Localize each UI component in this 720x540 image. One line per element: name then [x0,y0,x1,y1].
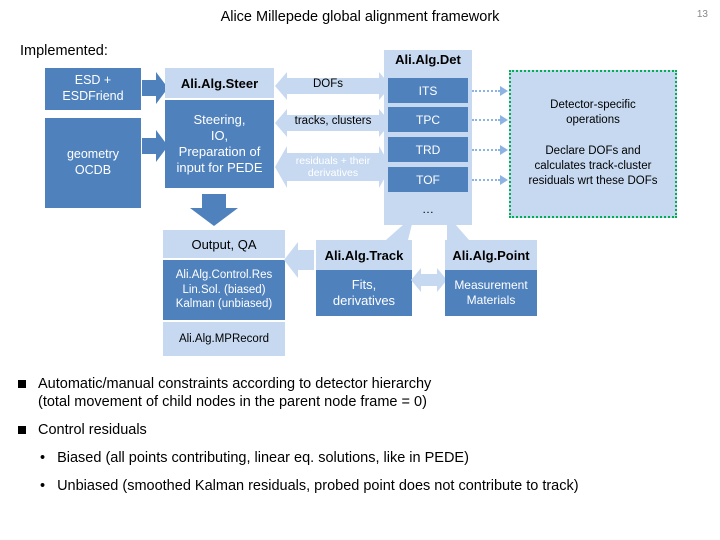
sub-bullet-biased: • Biased (all points contributing, linear… [40,450,708,466]
detector-specific-dofs: Declare DOFs and calculates track-cluste… [528,144,658,187]
point-box: Measurement Materials [445,270,537,316]
bullet-constraints-cont: (total movement of child nodes in the pa… [38,394,427,410]
tracks-arrow [275,109,391,137]
aligdet-header: Ali.Alg.Det [395,52,461,67]
residuals-arrow [275,146,391,188]
tof-arrow [472,175,508,185]
page-title: Alice Millepede global alignment framewo… [220,9,500,25]
down-arrow [190,194,238,226]
bullet-control-residuals: Control residuals [18,422,708,438]
steer-header: Ali.Alg.Steer [165,68,274,98]
esd-label: ESD + ESDFriend [62,73,124,103]
point-header: Ali.Alg.Point [445,240,537,270]
tracks-label: tracks, clusters [294,115,372,127]
esd-arrow [142,72,168,104]
detector-specific-box: Detector-specific operations Declare DOF… [509,70,677,218]
detector-tof: TOF [388,167,468,192]
detector-specific-ops: Detector-specific operations [550,99,636,126]
steer-det-arrows [275,72,391,188]
dot-bullet-icon: • [40,450,46,466]
steer-box: Steering, IO, Preparation of input for P… [165,100,274,188]
point-body: Measurement Materials [454,278,528,307]
detector-trd: TRD [388,137,468,162]
dofs-label: DOFs [312,78,344,90]
track-up-arrow [386,224,412,240]
track-header: Ali.Alg.Track [316,240,412,270]
output-box: Ali.Alg.Control.Res Lin.Sol. (biased) Ka… [163,260,285,320]
track-point-arrow [411,268,447,292]
dot-bullet-icon: • [40,478,46,494]
page-number: 13 [696,9,708,20]
residuals-label: residuals + their derivatives [295,155,371,180]
point-up-arrow [447,224,469,240]
geometry-arrow [142,130,168,162]
sub-bullet-unbiased: • Unbiased (smoothed Kalman residuals, pr… [40,478,708,494]
input-arrows [142,72,168,162]
output-body: Ali.Alg.Control.Res Lin.Sol. (biased) Ka… [175,269,273,311]
geometry-box: geometry OCDB [45,118,141,208]
track-output-arrow [284,242,314,278]
mprecord-label: Ali.Alg.MPRecord [178,332,270,345]
sub-bullet-unbiased-text: Unbiased (smoothed Kalman residuals, pro… [57,478,579,494]
detector-tpc: TPC [388,107,468,132]
geometry-label: geometry OCDB [66,147,120,177]
detector-its: ITS [388,78,468,103]
implemented-label: Implemented: [20,43,108,59]
bullet-constraints: Automatic/manual constraints according t… [18,376,708,392]
esd-box: ESD + ESDFriend [45,68,141,110]
dofs-arrow [275,72,391,100]
square-bullet-icon [18,426,26,435]
sub-bullet-biased-text: Biased (all points contributing, linear … [57,450,469,466]
output-header: Output, QA [163,230,285,258]
steer-body: Steering, IO, Preparation of input for P… [176,111,263,176]
tpc-arrow [472,115,508,125]
bullet-list: Automatic/manual constraints according t… [18,376,708,494]
square-bullet-icon [18,380,26,389]
its-arrow [472,86,508,96]
mprecord-box: Ali.Alg.MPRecord [163,322,285,356]
bullet-constraints-text: Automatic/manual constraints according t… [38,376,432,392]
trd-arrow [472,145,508,155]
track-body: Fits, derivatives [332,276,396,308]
track-box: Fits, derivatives [316,270,412,316]
detector-ellipsis: … [422,202,434,216]
bullet-control-text: Control residuals [38,422,147,438]
